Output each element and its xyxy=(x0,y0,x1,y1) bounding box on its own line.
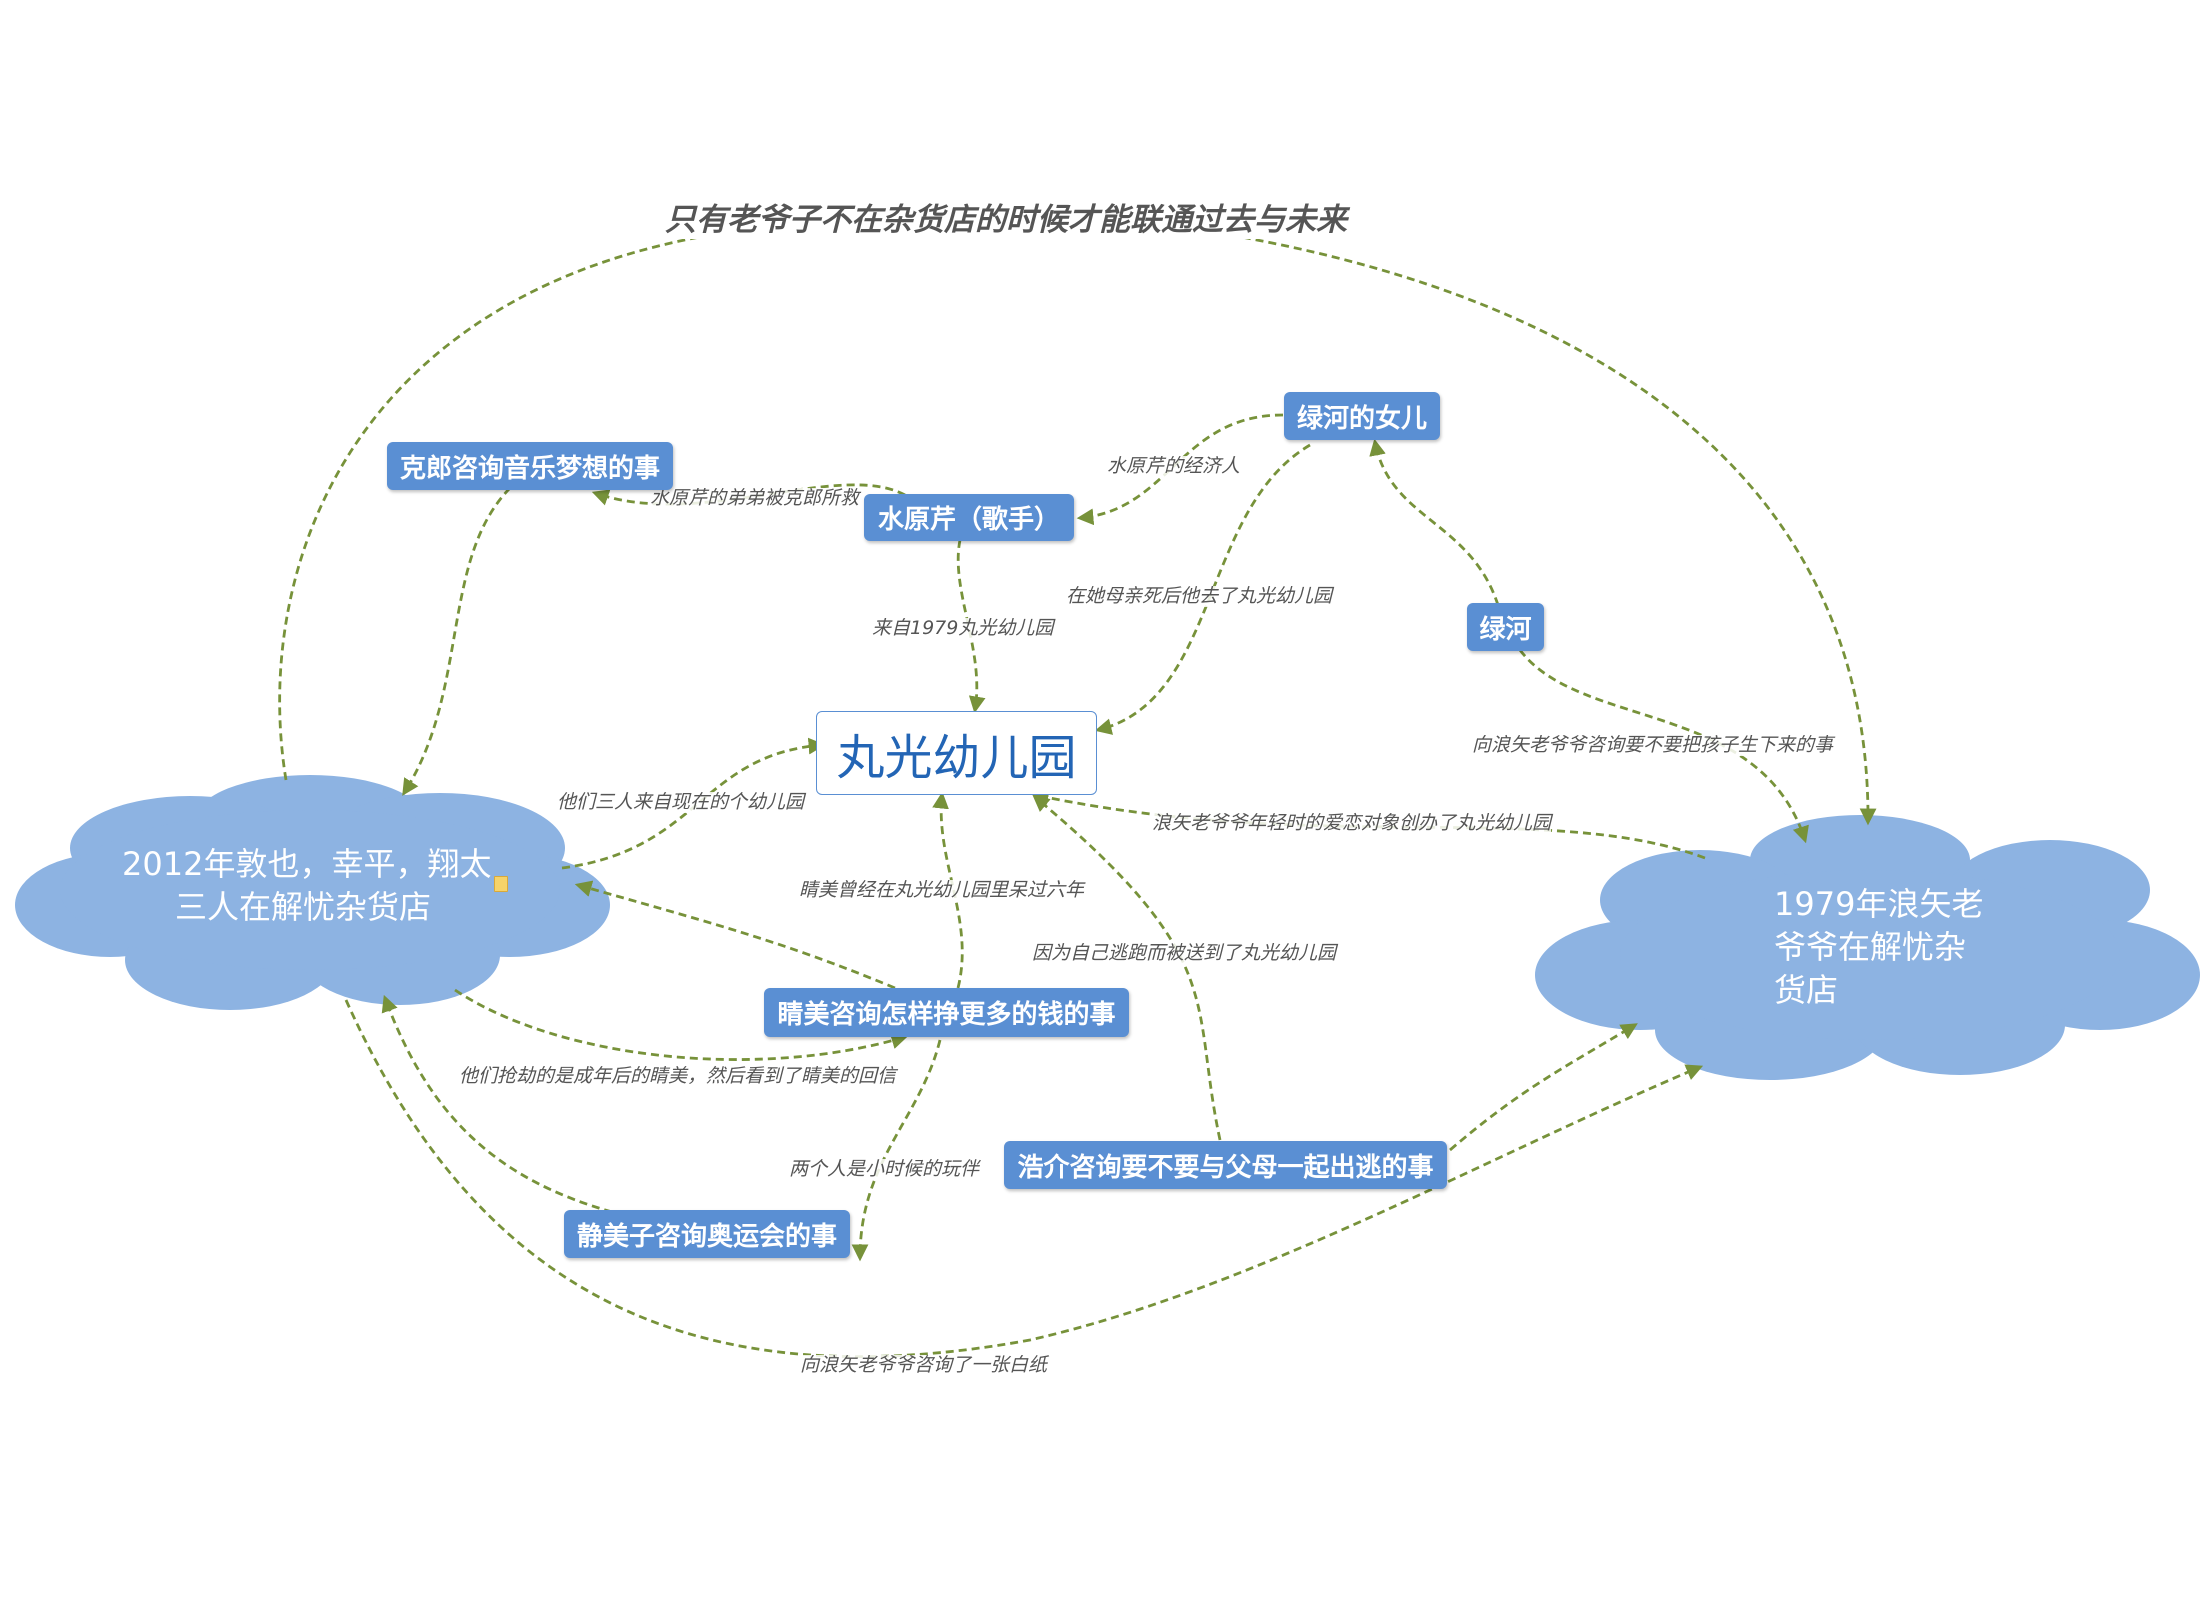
right-cloud-line-2: 爷爷在解忧杂 xyxy=(1774,928,1967,967)
right-cloud-line-1: 1979年浪矢老 xyxy=(1774,885,1984,923)
edge-label-left-central: 他们三人来自现在的个幼儿园 xyxy=(557,791,805,813)
edge-label-shuiyuan-central: 来自1979丸光幼儿园 xyxy=(872,617,1054,639)
topic-shuiyuan[interactable]: 水原芹（歌手） xyxy=(864,494,1074,541)
edge-label-haojie-central: 因为自己逃跑而被送到了丸光幼儿园 xyxy=(1032,942,1337,964)
edge-label-shuiyuan-kelang: 水原芹的弟弟被克郎所救 xyxy=(650,487,860,509)
edge-left-central xyxy=(561,737,826,870)
edge-label-qingmei-jingmeizi: 两个人是小时候的玩伴 xyxy=(789,1158,980,1180)
note-icon[interactable] xyxy=(494,876,508,892)
edge-label-right-central: 浪矢老爷爷年轻时的爱恋对象创办了丸光幼儿园 xyxy=(1152,812,1552,834)
left-cloud-label: 2012年敦也，幸平，翔太 三人在解忧杂货店 xyxy=(122,843,491,929)
edge-qingmei-jingmeizi xyxy=(851,1039,942,1262)
edge-left-qingmei xyxy=(454,988,909,1061)
edge-kelang-left xyxy=(402,487,512,796)
central-topic[interactable]: 丸光幼儿园 xyxy=(816,711,1097,795)
diagram-title: 只有老爷子不在杂货店的时候才能联通过去与未来 xyxy=(665,194,1347,239)
left-cloud-line-2: 三人在解忧杂货店 xyxy=(175,888,432,927)
edge-label-left-right: 向浪矢老爷爷咨询了一张白纸 xyxy=(800,1354,1048,1376)
edge-haojie-right xyxy=(1449,1023,1638,1152)
topic-lvhe[interactable]: 绿河 xyxy=(1467,603,1544,651)
edge-jingmeizi-left xyxy=(381,994,613,1214)
edge-lvhe-right xyxy=(1518,649,1809,844)
edge-lvhe-daughter xyxy=(1369,438,1500,606)
edge-label-lvhe-right: 向浪矢老爷爷咨询要不要把孩子生下来的事 xyxy=(1472,734,1834,756)
edge-label-daughter-shuiyuan: 水原芹的经济人 xyxy=(1107,455,1241,477)
edge-shuiyuan-kelang xyxy=(591,483,906,506)
edge-left-right xyxy=(344,999,1704,1358)
edge-label-daughter-central: 在她母亲死后他去了丸光幼儿园 xyxy=(1066,585,1333,607)
edge-label-left-qingmei: 他们抢劫的是成年后的睛美，然后看到了睛美的回信 xyxy=(459,1065,897,1087)
edge-title-right xyxy=(1229,233,1877,826)
topic-lvhe-daughter[interactable]: 绿河的女儿 xyxy=(1284,392,1440,440)
left-cloud-line-1: 2012年敦也，幸平，翔太 xyxy=(122,845,492,883)
topic-jingmeizi[interactable]: 静美子咨询奥运会的事 xyxy=(564,1210,850,1258)
edge-label-qingmei-central: 睛美曾经在丸光幼儿园里呆过六年 xyxy=(799,879,1085,901)
topic-haojie[interactable]: 浩介咨询要不要与父母一起出逃的事 xyxy=(1004,1141,1447,1189)
topic-kelang[interactable]: 克郎咨询音乐梦想的事 xyxy=(387,442,673,490)
edge-title-left xyxy=(278,223,791,781)
right-cloud-line-3: 货店 xyxy=(1774,971,1839,1010)
edge-haojie-central xyxy=(1032,794,1222,1141)
left-cloud-shape[interactable] xyxy=(15,775,610,1010)
right-cloud-label: 1979年浪矢老 爷爷在解忧杂 货店 xyxy=(1774,883,1983,1013)
topic-qingmei[interactable]: 睛美咨询怎样挣更多的钱的事 xyxy=(764,988,1129,1037)
